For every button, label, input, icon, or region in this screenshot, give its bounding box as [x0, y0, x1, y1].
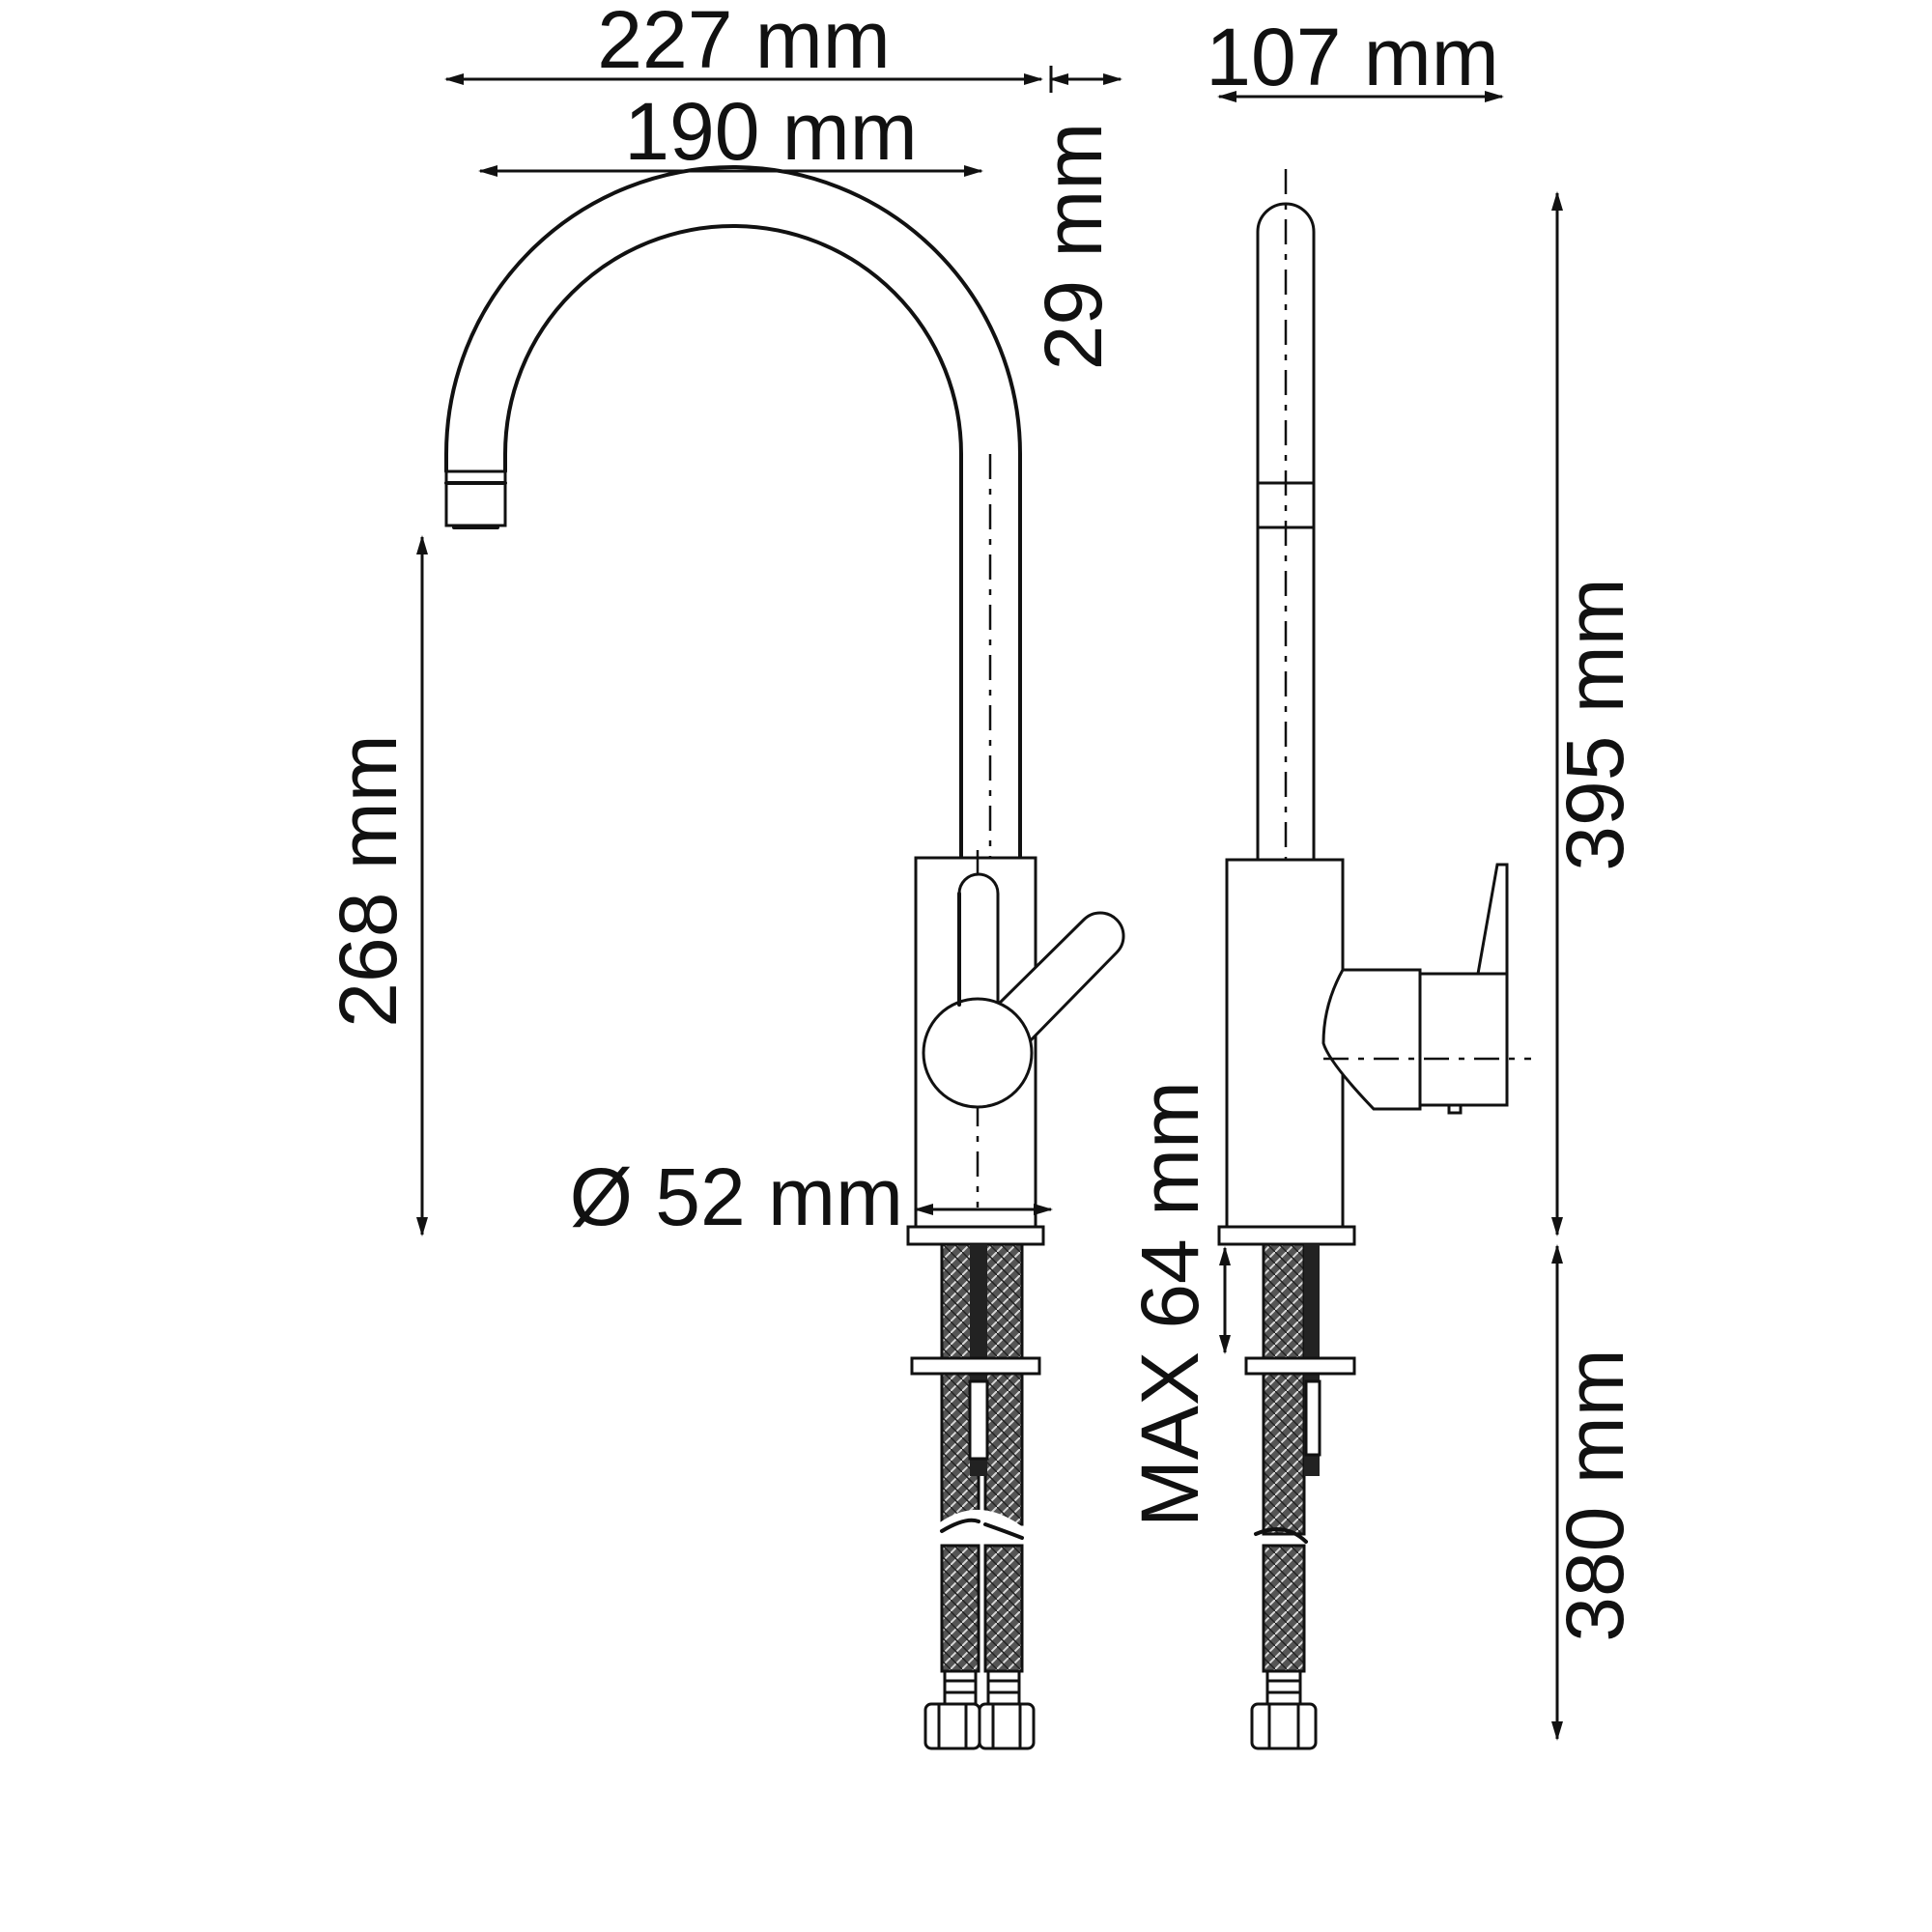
dimension-labels: 227 mm 190 mm 107 mm 29 mm 268 mm 395 mm…: [323, 0, 1640, 1642]
break-mark: [932, 1509, 1034, 1555]
label-380: 380 mm: [1549, 1349, 1640, 1641]
dimension-lines: [416, 66, 1563, 1741]
nut-right: [978, 1702, 1036, 1750]
side-fitting: [1265, 1669, 1302, 1706]
label-190: 190 mm: [624, 86, 917, 177]
aerator: [444, 469, 507, 527]
label-29: 29 mm: [1028, 123, 1119, 371]
fitting-left: [943, 1669, 978, 1706]
label-diameter-52: Ø 52 mm: [570, 1151, 903, 1242]
label-395: 395 mm: [1549, 578, 1640, 870]
label-107: 107 mm: [1206, 12, 1498, 102]
side-handle-neck: [1321, 968, 1422, 1111]
side-handle-grip: [1418, 972, 1509, 1107]
side-washer: [1244, 1356, 1356, 1376]
side-base-plate: [1217, 1225, 1356, 1246]
label-268: 268 mm: [323, 734, 413, 1027]
side-handle-lever: [1476, 863, 1509, 976]
nut-left: [923, 1702, 981, 1750]
fitting-right: [986, 1669, 1021, 1706]
spout-inner-edge: [503, 224, 963, 862]
label-227: 227 mm: [597, 0, 890, 85]
side-hose: [1262, 1242, 1306, 1536]
front-view: [444, 165, 1125, 1750]
hose-right: [983, 1242, 1024, 1526]
handle-hub: [922, 997, 1034, 1109]
mounting-washer: [910, 1356, 1041, 1376]
side-view: [1217, 169, 1531, 1750]
side-nut: [1250, 1702, 1318, 1750]
base-plate: [906, 1225, 1045, 1246]
spout-outer-edge: [444, 165, 1022, 862]
label-max-64: MAX 64 mm: [1124, 1081, 1215, 1527]
side-body: [1225, 858, 1345, 1229]
